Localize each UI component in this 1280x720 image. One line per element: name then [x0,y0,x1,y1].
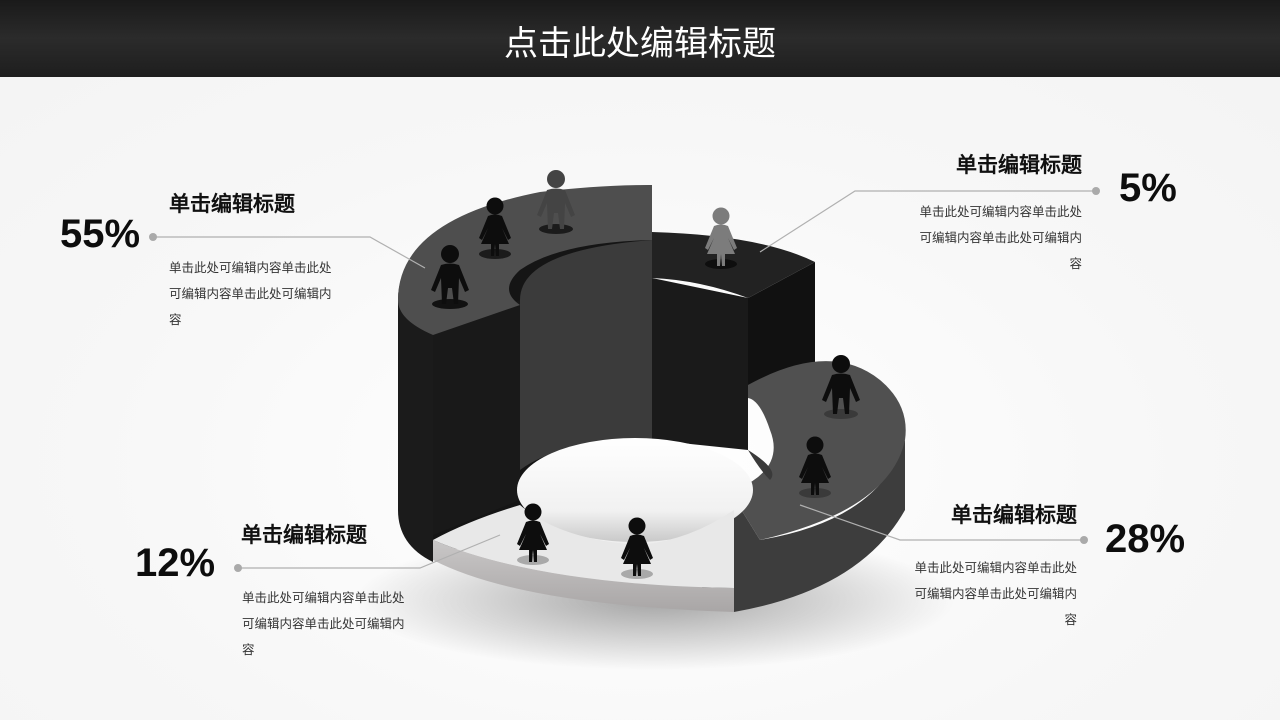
percent-label-12: 12% [135,541,216,585]
segment-12[interactable] [433,505,734,612]
leader-dot [1092,187,1100,195]
header-bar: 点击此处编辑标题 [0,0,1280,77]
callout-title-12[interactable]: 单击编辑标题 [241,523,367,547]
callout-desc-28[interactable]: 单击此处可编辑内容单击此处可编辑内容单击此处可编辑内容 [914,560,1077,627]
percent-label-55: 55% [60,212,141,256]
leader-dot [149,233,157,241]
callout-title-28[interactable]: 单击编辑标题 [951,503,1077,527]
segment-5[interactable] [652,232,815,450]
callout-title-55[interactable]: 单击编辑标题 [169,192,295,216]
callout-title-5[interactable]: 单击编辑标题 [956,153,1082,177]
leader-dot [234,564,242,572]
percent-label-28: 28% [1105,517,1186,561]
callout-desc-5[interactable]: 单击此处可编辑内容单击此处可编辑内容单击此处可编辑内容 [919,204,1082,271]
people-icons [431,170,860,579]
callout-desc-12[interactable]: 单击此处可编辑内容单击此处可编辑内容单击此处可编辑内容 [242,590,405,657]
page-title[interactable]: 点击此处编辑标题 [504,24,776,64]
percent-label-5: 5% [1119,166,1177,210]
leader-lines [153,190,1096,569]
callout-desc-55[interactable]: 单击此处可编辑内容单击此处可编辑内容单击此处可编辑内容 [169,260,332,327]
leader-dot [1080,536,1088,544]
